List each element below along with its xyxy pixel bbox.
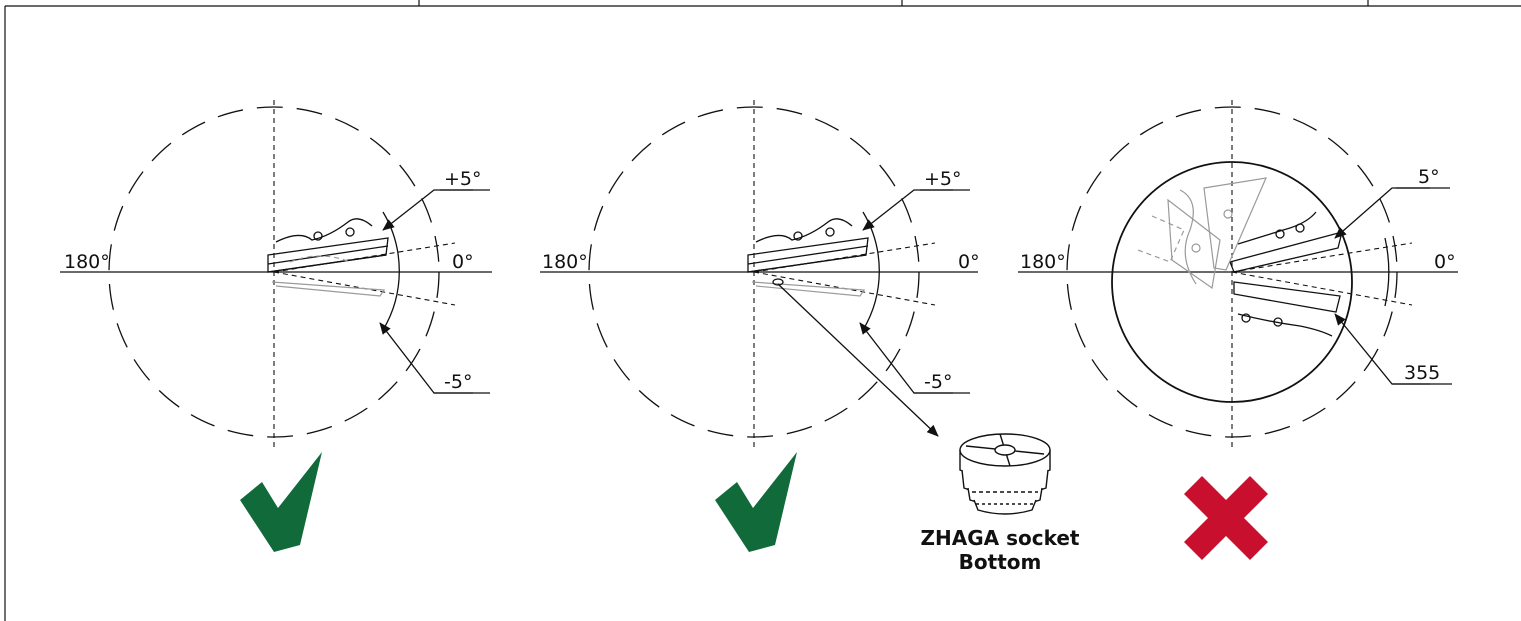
angle-arc (382, 211, 400, 331)
luminaire-outline (747, 218, 869, 297)
luminaire-outline (267, 218, 389, 297)
angle-arc (862, 211, 880, 331)
upper-leader (1334, 187, 1430, 239)
diagram-2: 180° 0° +5° -5° ZHAGA socket Bottom (540, 100, 1080, 574)
label-0: 0° (958, 251, 980, 273)
caption-line2: Bottom (959, 550, 1042, 574)
checkmark-icon (715, 452, 797, 552)
plus5-line (1231, 242, 1413, 273)
label-minus5: -5° (444, 371, 472, 393)
label-upper: 5° (1418, 166, 1440, 188)
label-0: 0° (452, 251, 474, 273)
diagram-1: 180° 0° +5° -5° (60, 100, 492, 552)
caption-line1: ZHAGA socket (921, 526, 1080, 550)
label-plus5: +5° (924, 168, 962, 190)
luminaire-ghost (1137, 177, 1267, 290)
page-frame (4, 0, 1521, 621)
plus5-leader (862, 189, 953, 231)
cross-icon (1184, 476, 1268, 560)
label-180: 180° (542, 251, 588, 273)
checkmark-icon (240, 452, 322, 552)
label-minus5: -5° (924, 371, 952, 393)
label-plus5: +5° (444, 168, 482, 190)
zhaga-socket-icon (959, 433, 1051, 515)
minus5-line (1231, 271, 1413, 306)
plus5-leader (382, 189, 473, 231)
label-lower: 355 (1404, 362, 1440, 384)
socket-leader (777, 283, 939, 437)
luminaire-lower (1233, 281, 1341, 337)
luminaire-upper (1229, 211, 1343, 273)
label-180: 180° (64, 251, 110, 273)
label-180: 180° (1020, 251, 1066, 273)
label-0: 0° (1434, 251, 1456, 273)
diagram-3: 180° 0° 5° 355 (1018, 100, 1458, 560)
angle-arc (1384, 237, 1390, 307)
